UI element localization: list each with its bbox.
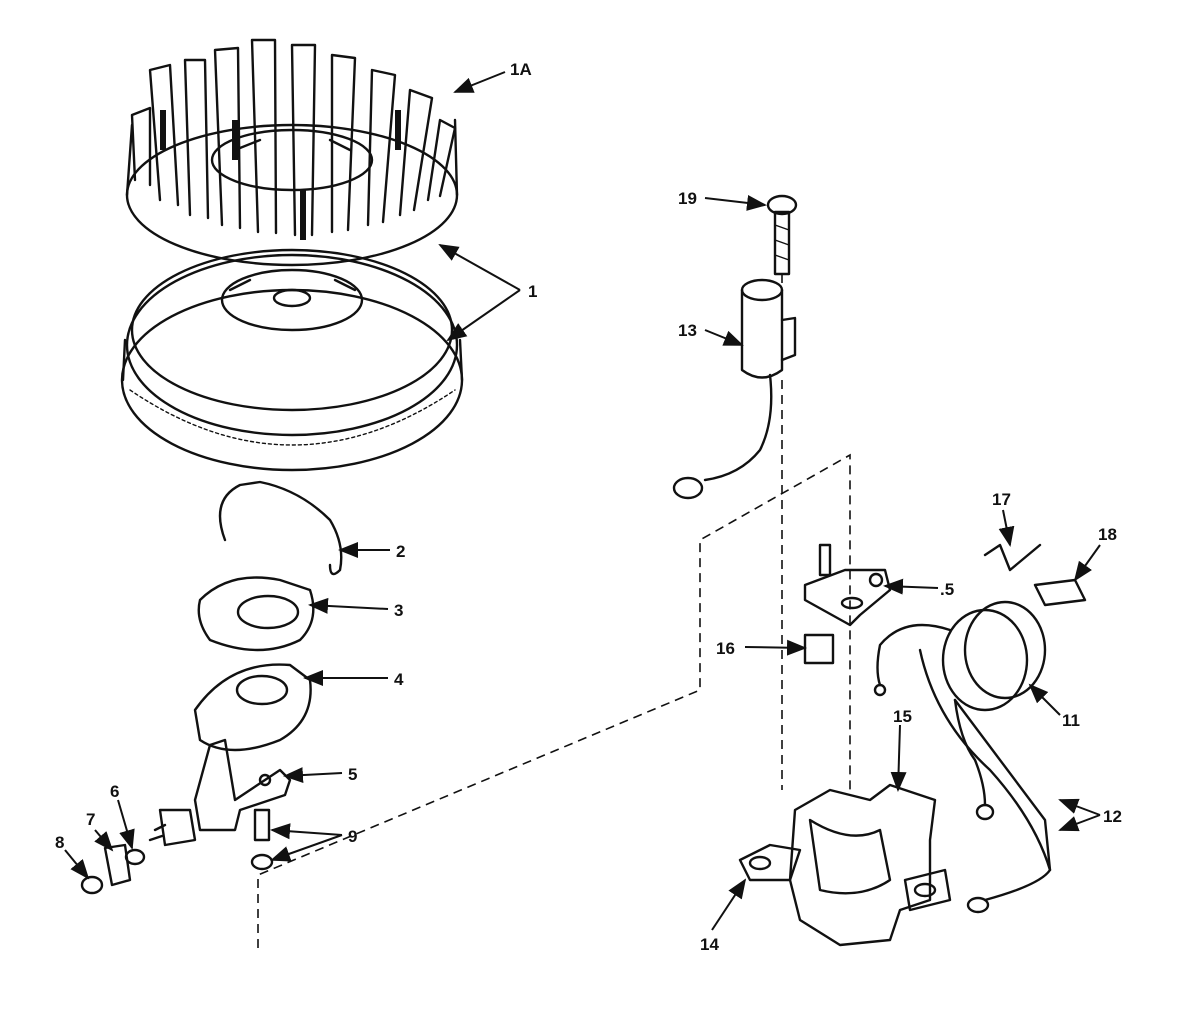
callout-leaders [64,71,1101,931]
callout-17: 17 [992,490,1011,509]
callout-5-right: .5 [940,580,954,599]
spring-part [218,480,343,576]
wire-spring-part [983,543,1042,572]
callout-13: 13 [678,321,697,340]
washer-part [124,848,146,866]
callout-14: 14 [700,935,719,954]
breaker-arm-part-left [193,738,292,832]
callout-12: 12 [1103,807,1122,826]
callout-4: 4 [394,670,404,689]
nut-part [80,875,104,895]
callout-labels: 1A 1 2 3 4 5 6 7 8 9 19 13 17 18 .5 16 1… [55,60,1122,954]
callout-7: 7 [86,810,95,829]
breaker-plate-part-right [803,543,892,627]
ignition-coil-part [873,600,1047,821]
flywheel-part [120,248,464,472]
callout-6: 6 [110,782,119,801]
callout-3: 3 [394,601,403,620]
callout-1: 1 [528,282,537,301]
condenser-part [672,278,797,500]
callout-15: 15 [893,707,912,726]
callout-18: 18 [1098,525,1117,544]
callout-5-left: 5 [348,765,357,784]
callout-16: 16 [716,639,735,658]
clip-part [803,633,835,665]
terminal-part [103,843,132,887]
screw-part [250,808,274,871]
callout-8: 8 [55,833,64,852]
callout-11: 11 [1062,711,1080,730]
long-screw-part [766,194,798,276]
callout-19: 19 [678,189,697,208]
bracket-part [148,808,197,847]
small-plate-part [1033,578,1087,607]
callout-2: 2 [396,542,405,561]
assembly-dashed-line-left [257,453,851,948]
callout-9: 9 [348,827,357,846]
gasket-part [197,576,315,652]
base-bracket-part [738,783,952,947]
callout-1a: 1A [510,60,532,79]
blower-fan-part [125,38,459,267]
lead-wires-part [918,648,1052,914]
mounting-plate-part [193,663,312,752]
